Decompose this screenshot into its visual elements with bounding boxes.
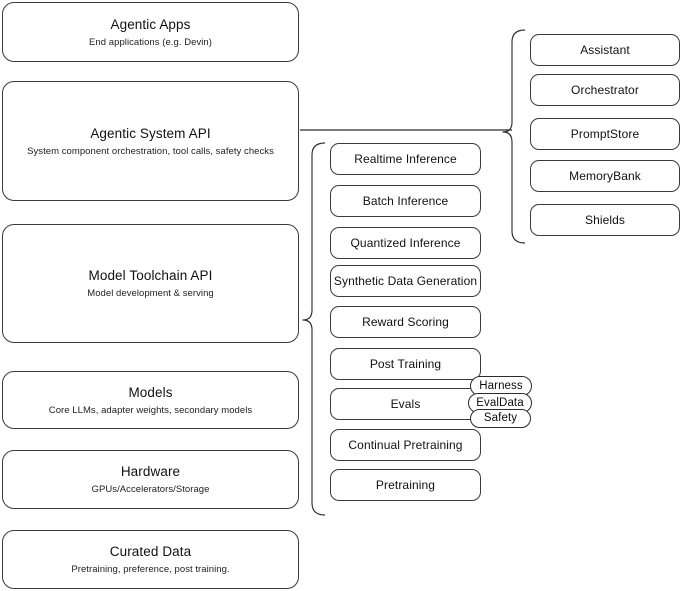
chip-label: Realtime Inference xyxy=(354,151,457,166)
chip-pretraining[interactable]: Pretraining xyxy=(330,469,481,501)
layer-model-toolchain-api[interactable]: Model Toolchain API Model development & … xyxy=(2,224,299,343)
layer-hardware[interactable]: Hardware GPUs/Accelerators/Storage xyxy=(2,450,299,509)
layer-title: Agentic System API xyxy=(90,125,211,141)
chip-label: PromptStore xyxy=(570,126,640,141)
chip-post-training[interactable]: Post Training xyxy=(330,348,481,380)
chip-orchestrator[interactable]: Orchestrator xyxy=(530,74,680,106)
chip-label: Continual Pretraining xyxy=(348,437,463,452)
layer-agentic-system-api[interactable]: Agentic System API System component orch… xyxy=(2,81,299,201)
middle-column-bracket xyxy=(302,142,326,516)
chip-label: Evals xyxy=(390,396,421,411)
pill-label: EvalData xyxy=(476,396,524,409)
layer-subtitle: End applications (e.g. Devin) xyxy=(89,36,212,48)
pill-safety[interactable]: Safety xyxy=(470,409,531,428)
chip-label: Synthetic Data Generation xyxy=(333,273,478,288)
chip-label: Post Training xyxy=(369,356,442,371)
layer-curated-data[interactable]: Curated Data Pretraining, preference, po… xyxy=(2,530,299,589)
chip-label: Assistant xyxy=(580,42,630,57)
chip-label: Orchestrator xyxy=(571,82,639,97)
chip-memorybank[interactable]: MemoryBank xyxy=(530,160,680,192)
layer-title: Models xyxy=(128,384,173,400)
pill-label: Harness xyxy=(479,379,523,392)
chip-batch-inference[interactable]: Batch Inference xyxy=(330,185,481,217)
layer-models[interactable]: Models Core LLMs, adapter weights, secon… xyxy=(2,371,299,429)
layer-subtitle: Model development & serving xyxy=(87,288,214,299)
layer-agentic-apps[interactable]: Agentic Apps End applications (e.g. Devi… xyxy=(2,2,299,62)
layer-subtitle: Pretraining, preference, post training. xyxy=(71,564,230,575)
chip-label: Pretraining xyxy=(375,477,436,492)
layer-subtitle: Core LLMs, adapter weights, secondary mo… xyxy=(48,404,253,416)
chip-quantized-inference[interactable]: Quantized Inference xyxy=(330,227,481,259)
chip-evals[interactable]: Evals xyxy=(330,388,481,420)
chip-continual-pretraining[interactable]: Continual Pretraining xyxy=(330,429,481,461)
layer-title: Agentic Apps xyxy=(110,16,191,32)
chip-reward-scoring[interactable]: Reward Scoring xyxy=(330,306,481,338)
chip-label: Batch Inference xyxy=(362,193,449,208)
right-column-bracket xyxy=(502,29,526,244)
layer-title: Model Toolchain API xyxy=(88,268,213,283)
chip-promptstore[interactable]: PromptStore xyxy=(530,118,680,150)
chip-label: Reward Scoring xyxy=(362,314,449,329)
layer-subtitle: GPUs/Accelerators/Storage xyxy=(91,484,210,495)
chip-shields[interactable]: Shields xyxy=(530,204,680,236)
chip-assistant[interactable]: Assistant xyxy=(530,34,680,66)
chip-synthetic-data-generation[interactable]: Synthetic Data Generation xyxy=(330,265,481,297)
layer-title: Curated Data xyxy=(109,544,192,559)
chip-label: Quantized Inference xyxy=(350,235,461,250)
pill-label: Safety xyxy=(483,412,518,424)
chip-label: MemoryBank xyxy=(569,168,641,183)
layer-title: Hardware xyxy=(120,464,181,479)
chip-label: Shields xyxy=(584,212,626,227)
chip-realtime-inference[interactable]: Realtime Inference xyxy=(330,143,481,175)
layer-subtitle: System component orchestration, tool cal… xyxy=(27,145,274,157)
